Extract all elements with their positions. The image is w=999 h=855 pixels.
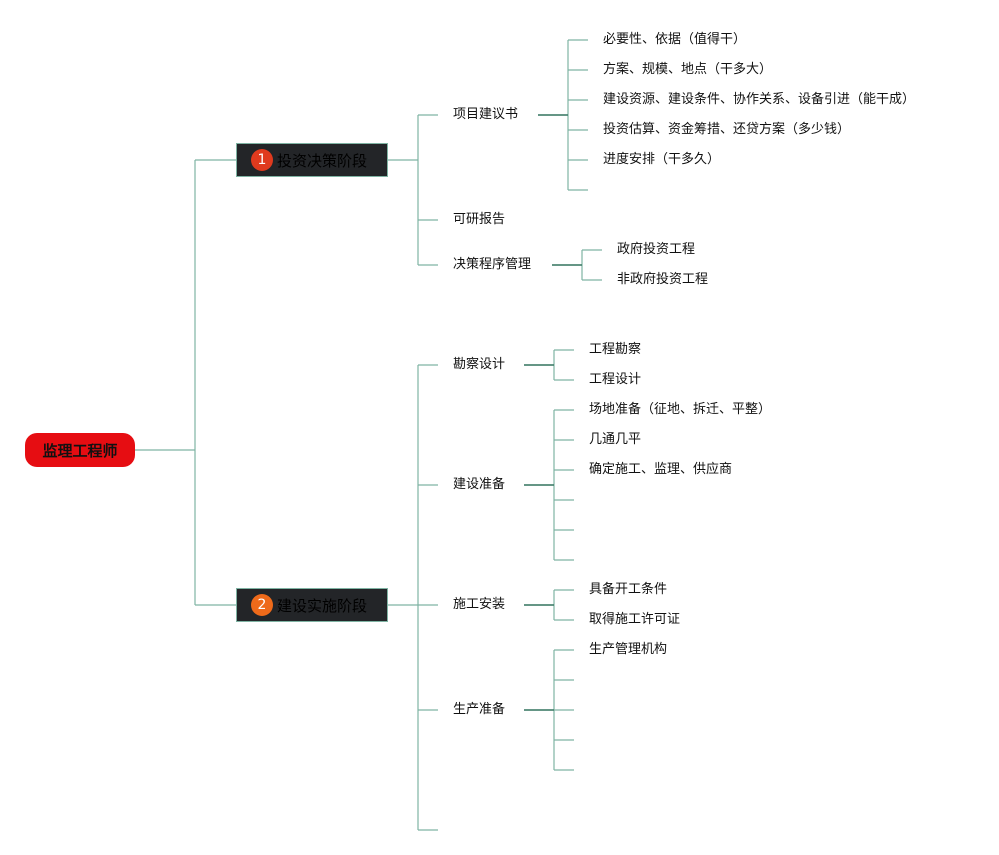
leaf-install-2[interactable]: 取得施工许可证 bbox=[589, 612, 681, 627]
stage2-number-badge: 2 bbox=[251, 594, 273, 616]
leaf-production-1[interactable]: 生产管理机构 bbox=[589, 642, 668, 657]
stage2-node[interactable]: 2 建设实施阶段 bbox=[236, 588, 388, 622]
topic-survey[interactable]: 勘察设计 bbox=[453, 357, 506, 372]
stage1-node[interactable]: 1 投资决策阶段 bbox=[236, 143, 388, 177]
leaf-survey-2[interactable]: 工程设计 bbox=[589, 372, 642, 387]
leaf-prep-1[interactable]: 场地准备（征地、拆迁、平整） bbox=[589, 402, 772, 417]
stage2-label: 建设实施阶段 bbox=[277, 596, 368, 615]
leaf-prep-2[interactable]: 几通几平 bbox=[589, 432, 642, 447]
topic-feasibility[interactable]: 可研报告 bbox=[453, 212, 506, 227]
leaf-proposal-3[interactable]: 建设资源、建设条件、协作关系、设备引进（能干成） bbox=[603, 92, 916, 107]
leaf-proposal-5[interactable]: 进度安排（干多久） bbox=[603, 152, 721, 167]
connector-stage1 bbox=[388, 114, 438, 266]
topic-decision[interactable]: 决策程序管理 bbox=[453, 257, 532, 272]
stage1-label: 投资决策阶段 bbox=[277, 151, 368, 170]
root-node[interactable]: 监理工程师 bbox=[25, 433, 135, 467]
leaf-proposal-4[interactable]: 投资估算、资金筹措、还贷方案（多少钱） bbox=[603, 122, 851, 137]
leaf-survey-1[interactable]: 工程勘察 bbox=[589, 342, 642, 357]
stage1-number-badge: 1 bbox=[251, 149, 273, 171]
root-label: 监理工程师 bbox=[42, 441, 118, 460]
leaf-prep-3[interactable]: 确定施工、监理、供应商 bbox=[589, 462, 733, 477]
topic-production[interactable]: 生产准备 bbox=[453, 702, 506, 717]
topic-install[interactable]: 施工安装 bbox=[453, 597, 506, 612]
connector-root-trunk bbox=[135, 159, 236, 606]
leaf-proposal-2[interactable]: 方案、规模、地点（干多大） bbox=[603, 62, 773, 77]
connector-stage2 bbox=[388, 364, 438, 831]
leaf-decision-1[interactable]: 政府投资工程 bbox=[617, 242, 696, 257]
topic-prep[interactable]: 建设准备 bbox=[453, 477, 506, 492]
topic-proposal[interactable]: 项目建议书 bbox=[453, 107, 519, 122]
leaf-proposal-1[interactable]: 必要性、依据（值得干） bbox=[603, 32, 747, 47]
leaf-install-1[interactable]: 具备开工条件 bbox=[589, 582, 668, 597]
leaf-decision-2[interactable]: 非政府投资工程 bbox=[617, 272, 709, 287]
